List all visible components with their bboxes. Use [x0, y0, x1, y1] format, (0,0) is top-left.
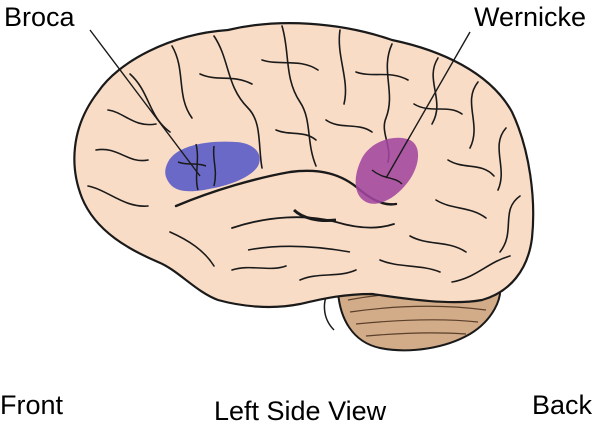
front-label: Front	[0, 390, 64, 420]
view-caption: Left Side View	[214, 396, 387, 426]
wernicke-area	[355, 137, 419, 204]
wernicke-label: Wernicke	[474, 2, 587, 32]
back-label: Back	[532, 390, 593, 420]
broca-leader-line	[89, 29, 201, 177]
wernicke-sulcus	[371, 169, 403, 185]
wernicke-leader-line	[385, 31, 471, 179]
broca-label: Broca	[4, 2, 75, 32]
broca-sulci	[177, 143, 217, 191]
cerebrum	[73, 22, 535, 309]
broca-area	[165, 141, 260, 192]
